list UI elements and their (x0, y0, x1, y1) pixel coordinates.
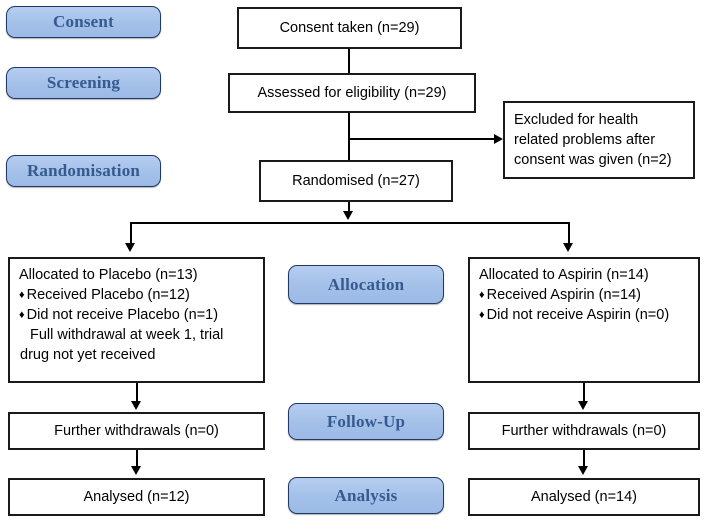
connector-randomised-stem (348, 202, 350, 216)
node-allocated-placebo-title: Allocated to Placebo (n=13) (19, 267, 198, 283)
arrowhead-placebo-allocation (125, 243, 135, 252)
connector-placebo-to-analysed (136, 450, 138, 470)
arrowhead-placebo-withdrawals (131, 401, 141, 410)
node-allocated-placebo-bullet-2-cont-1: Full withdrawal at week 1, trial (30, 327, 224, 343)
stage-label-analysis: Analysis (288, 477, 444, 514)
diamond-bullet-icon: ♦ (19, 309, 25, 321)
node-allocated-placebo-bullet-1: ♦Received Placebo (n=12) (19, 285, 255, 305)
node-withdrawals-aspirin-text: Further withdrawals (n=0) (501, 423, 667, 439)
connector-bus-to-aspirin (568, 222, 570, 248)
node-allocated-placebo-bullet-1-text: Received Placebo (n=12) (26, 287, 190, 303)
stage-label-follow-up-text: Follow-Up (326, 411, 406, 431)
connector-aspirin-to-analysed (583, 450, 585, 470)
node-assessed-eligibility: Assessed for eligibility (n=29) (228, 73, 476, 113)
node-excluded-line-1: Excluded for health (514, 112, 639, 128)
stage-label-randomisation: Randomisation (6, 155, 161, 187)
diamond-bullet-icon: ♦ (19, 289, 25, 301)
stage-label-screening-text: Screening (46, 73, 121, 92)
stage-label-allocation: Allocation (288, 265, 444, 304)
node-consent-taken: Consent taken (n=29) (237, 7, 462, 49)
connector-placebo-to-withdrawals (136, 383, 138, 405)
connector-consent-to-assessed (348, 49, 350, 73)
connector-excluded-branch (348, 138, 494, 140)
node-assessed-eligibility-text: Assessed for eligibility (n=29) (257, 85, 447, 101)
node-allocated-placebo-bullet-2-text: Did not receive Placebo (n=1) (26, 307, 219, 323)
node-excluded-line-2: related problems after (514, 132, 656, 148)
diamond-bullet-icon: ♦ (479, 309, 485, 321)
connector-bus-to-placebo (130, 222, 132, 248)
node-allocated-aspirin-bullet-1-text: Received Aspirin (n=14) (486, 287, 641, 303)
node-analysed-aspirin-text: Analysed (n=14) (531, 489, 637, 505)
node-excluded-line-3: consent was given (n=2) (514, 152, 672, 168)
stage-label-consent: Consent (6, 6, 161, 38)
node-analysed-aspirin: Analysed (n=14) (468, 478, 700, 516)
node-analysed-placebo-text: Analysed (n=12) (83, 489, 190, 505)
connector-aspirin-to-withdrawals (583, 383, 585, 405)
node-randomised: Randomised (n=27) (259, 160, 453, 202)
stage-label-analysis-text: Analysis (334, 485, 398, 505)
stage-label-allocation-text: Allocation (327, 274, 405, 294)
node-withdrawals-placebo: Further withdrawals (n=0) (8, 412, 265, 450)
node-analysed-placebo: Analysed (n=12) (8, 478, 265, 516)
node-randomised-text: Randomised (n=27) (292, 173, 420, 189)
arrowhead-aspirin-withdrawals (578, 401, 588, 410)
connector-assessed-stem (348, 113, 350, 168)
stage-label-screening: Screening (6, 67, 161, 99)
connector-allocation-bus (130, 222, 568, 224)
diamond-bullet-icon: ♦ (479, 289, 485, 301)
node-allocated-aspirin-title: Allocated to Aspirin (n=14) (479, 267, 649, 283)
node-consent-taken-text: Consent taken (n=29) (279, 20, 420, 36)
node-allocated-placebo: Allocated to Placebo (n=13) ♦Received Pl… (8, 257, 265, 383)
node-allocated-aspirin-bullet-2: ♦Did not receive Aspirin (n=0) (479, 305, 690, 325)
node-excluded: Excluded for health related problems aft… (503, 101, 695, 179)
arrowhead-aspirin-analysed (578, 466, 588, 475)
node-allocated-aspirin-bullet-1: ♦Received Aspirin (n=14) (479, 285, 690, 305)
node-allocated-aspirin-bullet-2-text: Did not receive Aspirin (n=0) (486, 307, 670, 323)
stage-label-randomisation-text: Randomisation (26, 161, 141, 180)
arrowhead-excluded (494, 134, 503, 144)
arrowhead-randomised-stem (343, 211, 353, 220)
node-withdrawals-aspirin: Further withdrawals (n=0) (468, 412, 700, 450)
arrowhead-aspirin-allocation (563, 243, 573, 252)
node-allocated-placebo-bullet-2-cont-2: drug not yet received (20, 347, 156, 363)
stage-label-consent-text: Consent (53, 12, 114, 31)
stage-label-follow-up: Follow-Up (288, 403, 444, 440)
node-allocated-placebo-bullet-2: ♦Did not receive Placebo (n=1) (19, 305, 255, 325)
node-withdrawals-placebo-text: Further withdrawals (n=0) (54, 423, 219, 439)
node-allocated-aspirin: Allocated to Aspirin (n=14) ♦Received As… (468, 257, 700, 383)
arrowhead-placebo-analysed (131, 466, 141, 475)
